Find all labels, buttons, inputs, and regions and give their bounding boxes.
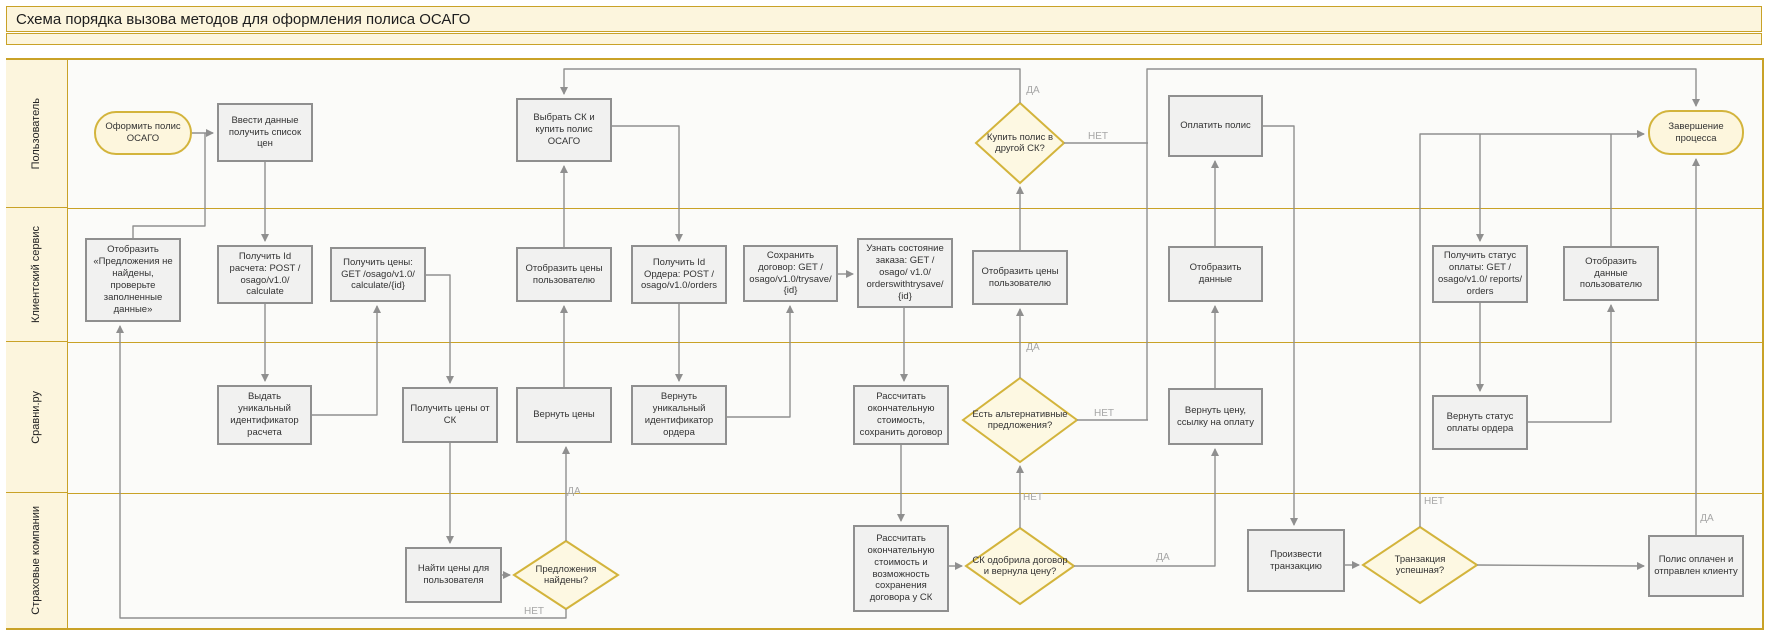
node-show-data-user: Отобразить данные пользователю bbox=[1563, 246, 1659, 301]
node-show-prices-2: Отобразить цены пользователю bbox=[972, 250, 1068, 305]
lane-divider-3 bbox=[6, 493, 1764, 494]
lane-user: Пользователь bbox=[6, 60, 68, 208]
node-return-payment-status: Вернуть статус оплаты ордера bbox=[1432, 395, 1528, 450]
diagram-title: Схема порядка вызова методов для оформле… bbox=[16, 10, 471, 28]
title-substrip bbox=[6, 33, 1762, 45]
lane-client-service-label: Клиентский сервис bbox=[30, 226, 43, 323]
node-pay-policy: Оплатить полис bbox=[1168, 95, 1263, 157]
lane-divider-1 bbox=[6, 208, 1764, 209]
lane-user-label: Пользователь bbox=[30, 97, 43, 170]
node-start: Оформить полис ОСАГО bbox=[94, 111, 192, 155]
lane-client-service: Клиентский сервис bbox=[6, 208, 68, 342]
lane-insurance-label: Страховые компании bbox=[30, 506, 43, 615]
node-finish: Завершение процесса bbox=[1648, 110, 1744, 155]
node-calc-final-sk: Рассчитать окончательную стоимость и воз… bbox=[853, 525, 949, 612]
node-calc-final-save: Рассчитать окончательную стоимость, сохр… bbox=[853, 385, 949, 445]
node-prices-from-sk: Получить цены от СК bbox=[402, 387, 498, 443]
node-get-prices: Получить цены: GET /osago/v1.0/ calculat… bbox=[330, 247, 426, 302]
node-get-order-id: Получить Id Ордера: POST / osago/v1.0/or… bbox=[631, 245, 727, 304]
node-order-state: Узнать состояние заказа: GET / osago/ v1… bbox=[857, 238, 953, 308]
node-enter-data: Ввести данные получить список цен bbox=[217, 103, 313, 162]
node-get-calc-id: Получить Id расчета: POST / osago/v1.0/ … bbox=[217, 245, 313, 304]
node-return-order-id: Вернуть уникальный идентификатор ордера bbox=[631, 385, 727, 445]
node-policy-paid: Полис оплачен и отправлен клиенту bbox=[1648, 535, 1744, 597]
lane-sravni: Сравни.ру bbox=[6, 342, 68, 493]
node-show-prices-1: Отобразить цены пользователю bbox=[516, 247, 612, 302]
node-payment-status: Получить статус оплаты: GET / osago/v1.0… bbox=[1432, 245, 1528, 303]
node-find-prices: Найти цены для пользователя bbox=[405, 547, 502, 603]
node-issue-calc-id: Выдать уникальный идентификатор расчета bbox=[217, 385, 312, 445]
lane-insurance: Страховые компании bbox=[6, 493, 68, 628]
node-choose-sk: Выбрать СК и купить полис ОСАГО bbox=[516, 98, 612, 162]
node-save-contract: Сохранить договор: GET / osago/v1.0/trys… bbox=[743, 245, 838, 302]
node-return-price-link: Вернуть цену, ссылку на оплату bbox=[1168, 388, 1263, 445]
lane-divider-2 bbox=[6, 342, 1764, 343]
node-do-transaction: Произвести транзакцию bbox=[1247, 529, 1345, 592]
node-return-prices: Вернуть цены bbox=[516, 387, 612, 443]
diagram-title-bar: Схема порядка вызова методов для оформле… bbox=[6, 6, 1762, 32]
lane-label-column: Пользователь Клиентский сервис Сравни.ру… bbox=[6, 58, 68, 630]
node-show-not-found: Отобразить «Предложения не найдены, пров… bbox=[85, 238, 181, 322]
node-show-data: Отобразить данные bbox=[1168, 246, 1263, 302]
lane-sravni-label: Сравни.ру bbox=[30, 390, 43, 444]
